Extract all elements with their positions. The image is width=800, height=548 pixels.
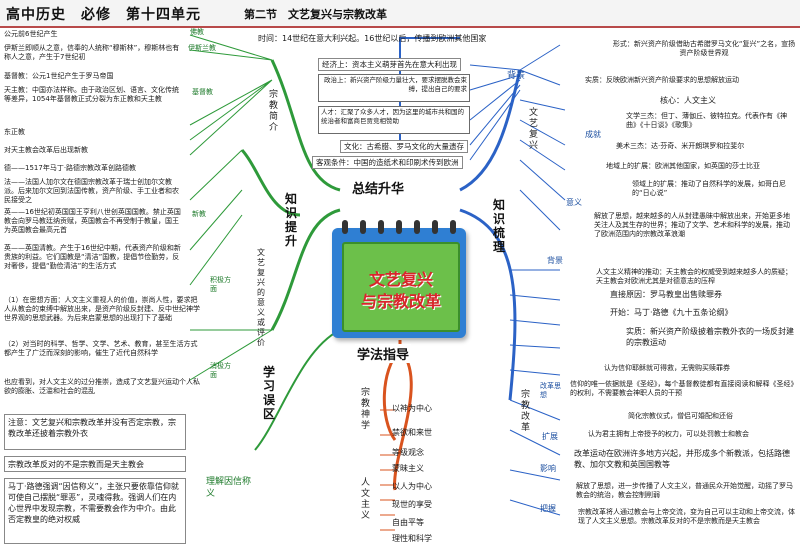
grasp-text-1: 解放了思想，进一步传播了人文主义，普通民众开始觉醒，动摇了罗马教会的统治，教会控… bbox=[576, 482, 793, 499]
theism-item-2: 禁欲和来世 bbox=[392, 428, 432, 437]
positive-label: 积极方面 bbox=[210, 276, 231, 293]
spread-label: 扩展 bbox=[542, 432, 558, 441]
significance-label: 意义 bbox=[566, 198, 582, 207]
humanism-method-label: 人文主义 bbox=[360, 478, 370, 521]
error-note-1: 注意：文艺复兴和宗教改革并没有否定宗教，宗教改革还披着宗教外衣 bbox=[4, 414, 186, 450]
islam-text: 伊斯兰即顺从之意，信奉的人统称“穆斯林”，穆斯林也有称人之意，产生于7世纪初 bbox=[4, 44, 180, 61]
ren-form: 形式：新兴资产阶级借助古希腊罗马文化“复兴”之名，宣扬资产阶级世界观 bbox=[612, 40, 796, 57]
reform-ideas-label: 改革思想 bbox=[540, 382, 561, 399]
bg-politics: 政治上：新兴资产阶级力量壮大，要求摆脱教会束缚，提出自己的要求 bbox=[318, 74, 470, 102]
influence-text: 改革运动在欧洲许多地方兴起，并形成多个新教派，包括路德教、加尔文教和英国国教等 bbox=[574, 449, 790, 469]
ren-core: 核心：人文主义 bbox=[660, 96, 716, 105]
hub-summary: 总结升华 bbox=[350, 178, 407, 197]
faith-label: 理解因信称义 bbox=[206, 477, 252, 499]
christ-text-1: 基督教：公元1世纪产生于罗马帝国 bbox=[4, 72, 114, 80]
significance-text: 解放了思想，越来越多的人从封建愚昧中解放出来，开始更多地关注人及其生存的世界；推… bbox=[594, 212, 790, 238]
new-text-1: 德——1517年马丁·路德宗教改革创路德教 bbox=[4, 164, 137, 172]
bg-objective: 客观条件：中国的造纸术和印刷术传到欧洲 bbox=[312, 156, 463, 169]
error-note-2: 宗教改革反对的不是宗教而是天主教会 bbox=[4, 456, 186, 472]
renaissance-bg-label: 背景 bbox=[507, 71, 526, 81]
humanism-item-2: 现世的享受 bbox=[392, 500, 432, 509]
reformation-label: 宗教改革 bbox=[520, 390, 530, 433]
christ-text-3: 东正教 bbox=[4, 128, 25, 136]
center-title-line1: 文艺复兴 bbox=[368, 270, 433, 289]
bg-people: 人才：汇聚了众多人才，因为这里的城市共和国的统治者和富商巨贾竞相赞助 bbox=[318, 106, 470, 134]
blue-branch bbox=[459, 69, 522, 401]
theism-label: 宗教神学 bbox=[360, 388, 370, 431]
grasp-label: 把握 bbox=[540, 504, 556, 513]
influence-label: 影响 bbox=[540, 464, 556, 473]
calendar-rings bbox=[342, 220, 456, 234]
hub-error-zone: 学习误区 bbox=[262, 365, 275, 421]
spread-text: 认为君主拥有上帝授予的权力，可以处罚教士和教会 bbox=[588, 430, 749, 438]
ach-field: 领域上的扩展：推动了自然科学的发展，如哥白尼的“日心说” bbox=[632, 180, 786, 197]
ref-direct: 直接原因：罗马教皇出售赎罪券 bbox=[610, 290, 722, 299]
renaissance-label: 文艺复兴 bbox=[528, 108, 538, 151]
ach-literature: 文学三杰：但丁、薄伽丘、彼特拉克。代表作有《神曲》《十日谈》《歌集》 bbox=[626, 112, 787, 129]
ref-essence: 实质：新兴资产阶级披着宗教外衣的一场反封建的宗教运动 bbox=[626, 327, 794, 347]
grasp-text-2: 宗教改革将人通过教会与上帝交流，变为自己可以主动和上帝交流，体现了人文主义思想。… bbox=[578, 508, 795, 525]
christ-text-2: 天主教：中国亦法样称。由于政治区划、语言、文化传统等差异，1054年基督教正式分… bbox=[4, 86, 179, 103]
theism-item-1: 以神为中心 bbox=[392, 404, 432, 413]
religion-intro-label: 宗教简介 bbox=[268, 90, 278, 133]
center-title-line2: 与宗教改革 bbox=[360, 292, 441, 311]
theism-item-3: 等级观念 bbox=[392, 448, 424, 457]
ach-region: 地域上的扩展：欧洲其他国家，如英国的莎士比亚 bbox=[606, 162, 760, 170]
hub-knowledge-ext: 知识提升 bbox=[284, 192, 297, 248]
new-label: 新教 bbox=[192, 210, 206, 218]
bg-economy: 经济上：资本主义萌芽首先在意大利出现 bbox=[318, 58, 461, 71]
ref-bg-label: 背景 bbox=[547, 256, 563, 265]
center-card: 文艺复兴 与宗教改革 bbox=[332, 220, 466, 338]
buddhism-text: 公元前6世纪产生 bbox=[4, 30, 58, 38]
bg-culture: 文化：古希腊、罗马文化的大量遗存 bbox=[340, 140, 468, 153]
humanism-item-3: 自由平等 bbox=[392, 518, 424, 527]
time-line: 时间：14世纪在意大利兴起。16世纪以后，传播到欧洲其他国家 bbox=[258, 34, 487, 43]
green-branch bbox=[240, 59, 341, 331]
ren-essence: 实质：反映欧洲新兴资产阶级要求的思想解放运动 bbox=[585, 76, 739, 84]
negative-text: 也应看到，对人文主义的过分推崇，造成了文艺复兴运动个人私欲的膨胀、泛滥和社会的混… bbox=[4, 378, 200, 395]
humanism-item-4: 理性和科学 bbox=[392, 534, 432, 543]
evaluation-label: 文艺复兴的意义或评价 bbox=[257, 248, 265, 347]
faith-text: 马丁·路德强调“因信称义”，主张只要依靠信仰就可使自己摆脱“罪恶”，灵魂得救。强… bbox=[4, 478, 186, 544]
positive-text-1: （1）在思想方面：人文主义重视人的价值，崇尚人性，要求把人从教会的束缚中解放出来… bbox=[4, 296, 200, 322]
idea-simplify: 简化宗教仪式，僧侣可婚配和还俗 bbox=[628, 412, 733, 420]
achievements-label: 成就 bbox=[585, 130, 601, 139]
new-text-4: 英——英国清教。产生于16世纪中期，代表资产阶级和新贵族的利益。它们国教是“清洁… bbox=[4, 244, 181, 270]
center-panel: 文艺复兴 与宗教改革 bbox=[342, 242, 460, 332]
buddhism-label: 佛教 bbox=[190, 28, 204, 36]
idea-bible: 信仰的唯一依据就是《圣经》，每个基督教徒都有直接阅读和解释《圣经》的权利，不需要… bbox=[570, 380, 794, 397]
negative-label: 消极方面 bbox=[210, 362, 231, 379]
new-text-2: 法——法国人加尔文在德国宗教改革于瑞士创加尔文教派。后来加尔文回到法国传教，资产… bbox=[4, 178, 179, 204]
new-text-3: 英——16世纪初英国国王亨利八世创英国国教。禁止英国教会向罗马教廷纳贡赋，英国教… bbox=[4, 208, 181, 234]
page-title: 高中历史 必修 第十四单元 bbox=[6, 7, 201, 23]
ref-humanism: 人文主义精神的推动：天主教会的权威受到越来越多人的质疑；天主教会对欧洲尤其是对德… bbox=[596, 268, 792, 285]
section-title: 第二节 文艺复兴与宗教改革 bbox=[244, 8, 387, 21]
hub-knowledge: 知识梳理 bbox=[492, 198, 505, 254]
positive-text-2: （2）对当时的科学、哲学、文学、艺术、教育，甚至生活方式都产生了广泛而深刻的影响… bbox=[4, 340, 198, 357]
header-bar: 高中历史 必修 第十四单元 第二节 文艺复兴与宗教改革 bbox=[0, 0, 800, 28]
theism-item-4: 蒙昧主义 bbox=[392, 464, 424, 473]
humanism-item-1: 以人为中心 bbox=[392, 482, 432, 491]
idea-faith: 认为信仰耶稣就可得救，无需购买赎罪券 bbox=[604, 364, 730, 372]
christ-label: 基督教 bbox=[192, 88, 213, 96]
ach-art: 美术三杰：达·芬奇、米开朗琪罗和拉斐尔 bbox=[616, 142, 745, 150]
hub-method: 学法指导 bbox=[355, 344, 412, 363]
islam-label: 伊斯兰教 bbox=[188, 44, 216, 52]
ref-start: 开始：马丁·路德《九十五条论纲》 bbox=[610, 308, 733, 317]
protestant-text: 对天主教会改革后出现新教 bbox=[4, 146, 88, 154]
